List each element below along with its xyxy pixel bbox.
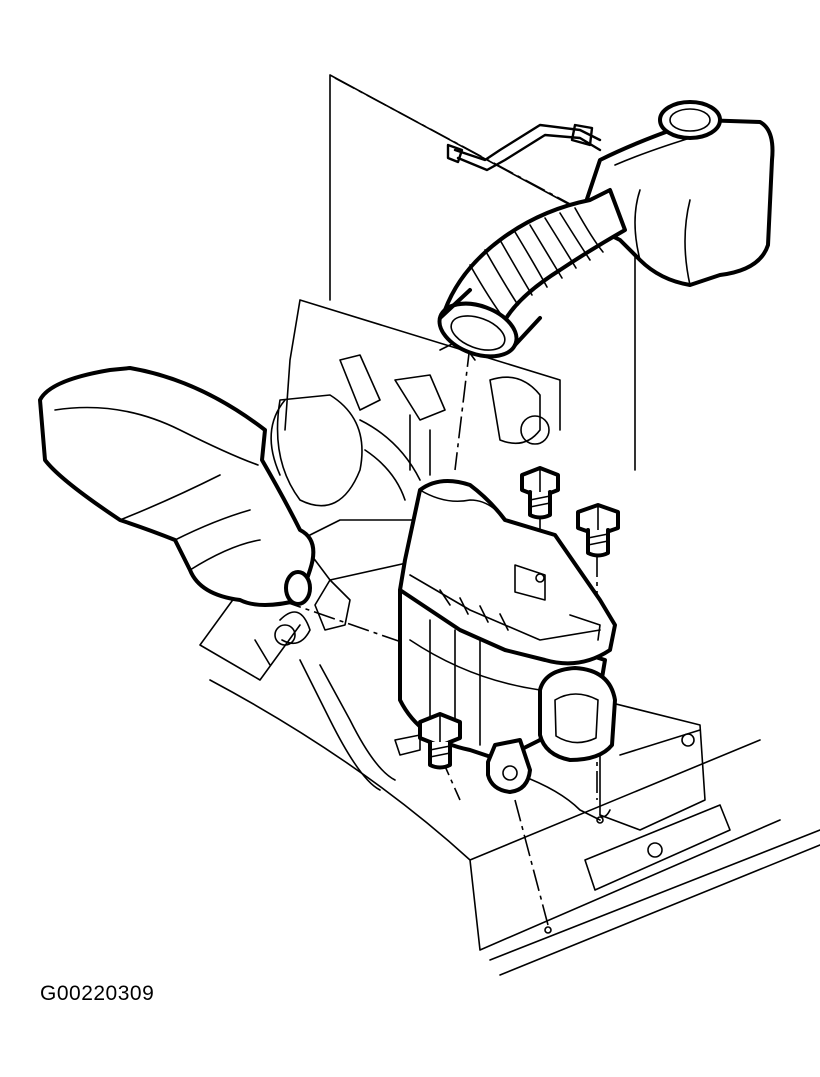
air-inlet-duct xyxy=(38,366,316,607)
figure-id-label: G00220309 xyxy=(40,982,155,1005)
breather-tube xyxy=(446,123,602,172)
mounting-bolt-1 xyxy=(520,466,560,520)
alignment-point-mark xyxy=(544,926,552,934)
mounting-bolt-2 xyxy=(576,503,620,558)
intake-air-duct xyxy=(437,100,775,359)
mounting-bolt-3 xyxy=(418,712,462,770)
alignment-point-mark xyxy=(596,816,604,824)
